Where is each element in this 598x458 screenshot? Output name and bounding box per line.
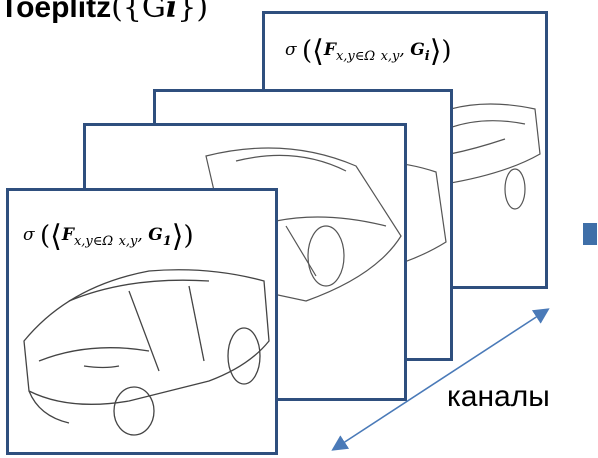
formula-F-sub2: x,y xyxy=(380,49,400,64)
car-sketch-image xyxy=(23,269,270,436)
formula-i: σ (⟨Fx,y∈Ω x,y, Gi⟩) xyxy=(285,34,452,69)
car-sketch-image xyxy=(205,147,402,302)
formula-G: G xyxy=(410,40,425,60)
channels-label: каналы xyxy=(447,380,550,413)
formula-F: F xyxy=(61,225,74,245)
title-close: }) xyxy=(177,0,209,25)
formula-G: G xyxy=(148,225,163,245)
connector-marker xyxy=(583,223,597,245)
formula-F: F xyxy=(323,40,336,60)
formula-sigma: σ xyxy=(285,40,297,60)
formula-G-sub: i xyxy=(424,49,430,64)
formula-F-sub: x,y∈Ω xyxy=(73,234,114,249)
formula-F-sub: x,y∈Ω xyxy=(335,49,376,64)
formula-G-sub: 1 xyxy=(162,234,172,249)
formula-F-sub2: x,y xyxy=(118,234,138,249)
title-sub: i xyxy=(165,0,178,25)
feature-map-frame-1: σ (⟨Fx,y∈Ω x,y, G1⟩) xyxy=(6,188,278,455)
title-formula: Toeplitz({Gi}) xyxy=(0,0,208,25)
title-arg: ({G xyxy=(111,0,166,25)
formula-1: σ (⟨Fx,y∈Ω x,y, G1⟩) xyxy=(23,219,194,254)
formula-sigma: σ xyxy=(23,225,35,245)
title-prefix: Toeplitz xyxy=(0,0,112,24)
